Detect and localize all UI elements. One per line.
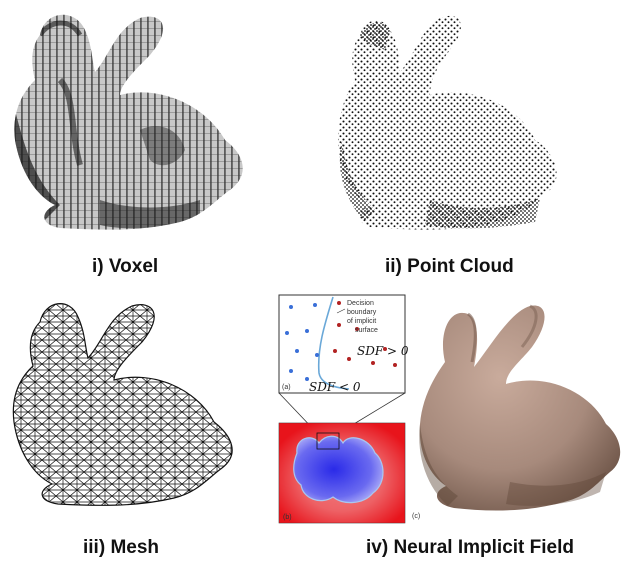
sdf-positive-label: SDF > 0 — [357, 344, 409, 358]
sdf-negative-label: SDF < 0 — [309, 380, 361, 394]
annotation-line-1: Decision — [347, 300, 374, 307]
annotation-line-4: surface — [355, 327, 378, 334]
label-b: (b) — [283, 514, 292, 521]
point-cloud-bunny-figure — [330, 0, 628, 250]
voxel-bunny-figure — [0, 0, 270, 250]
annotation-line-3: of implicit — [347, 318, 376, 325]
label-c: (c) — [412, 513, 420, 520]
point-cloud-caption: ii) Point Cloud — [385, 256, 514, 278]
voxel-caption: i) Voxel — [92, 256, 158, 278]
mesh-caption: iii) Mesh — [83, 537, 159, 559]
neural-caption: iv) Neural Implicit Field — [366, 537, 574, 559]
label-a: (a) — [282, 384, 291, 391]
mesh-bunny-figure — [0, 292, 262, 526]
sdf-interior-blob — [294, 436, 383, 502]
neural-implicit-bunny-figure: (c) — [410, 292, 628, 526]
annotation-line-2: boundary — [347, 309, 377, 316]
sdf-diagram: Decision boundary of implicit surface SD… — [277, 293, 409, 525]
